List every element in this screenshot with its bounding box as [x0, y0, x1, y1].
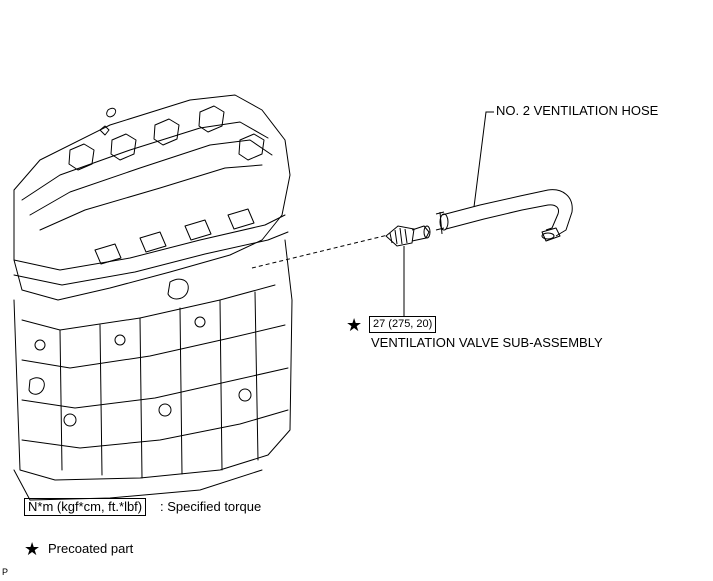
torque-value-box: 27 (275, 20) [369, 316, 437, 333]
legend-torque-box: N*m (kgf*cm, ft.*lbf) [24, 498, 147, 516]
corner-mark: P [2, 567, 9, 577]
alignment-dashed-line [251, 234, 389, 269]
engine-illustration [13, 94, 293, 501]
ventilation-valve [385, 225, 431, 247]
ventilation-hose [435, 189, 573, 242]
legend-torque-description: : Specified torque [160, 499, 262, 514]
legend-precoated-description: Precoated part [48, 541, 134, 556]
hose-leader-line [473, 111, 494, 208]
legend-star-icon: ★ [24, 539, 41, 559]
precoated-star-icon: ★ [346, 315, 363, 335]
hose-callout-label: NO. 2 VENTILATION HOSE [496, 103, 659, 118]
valve-callout-label: VENTILATION VALVE SUB-ASSEMBLY [371, 335, 603, 350]
